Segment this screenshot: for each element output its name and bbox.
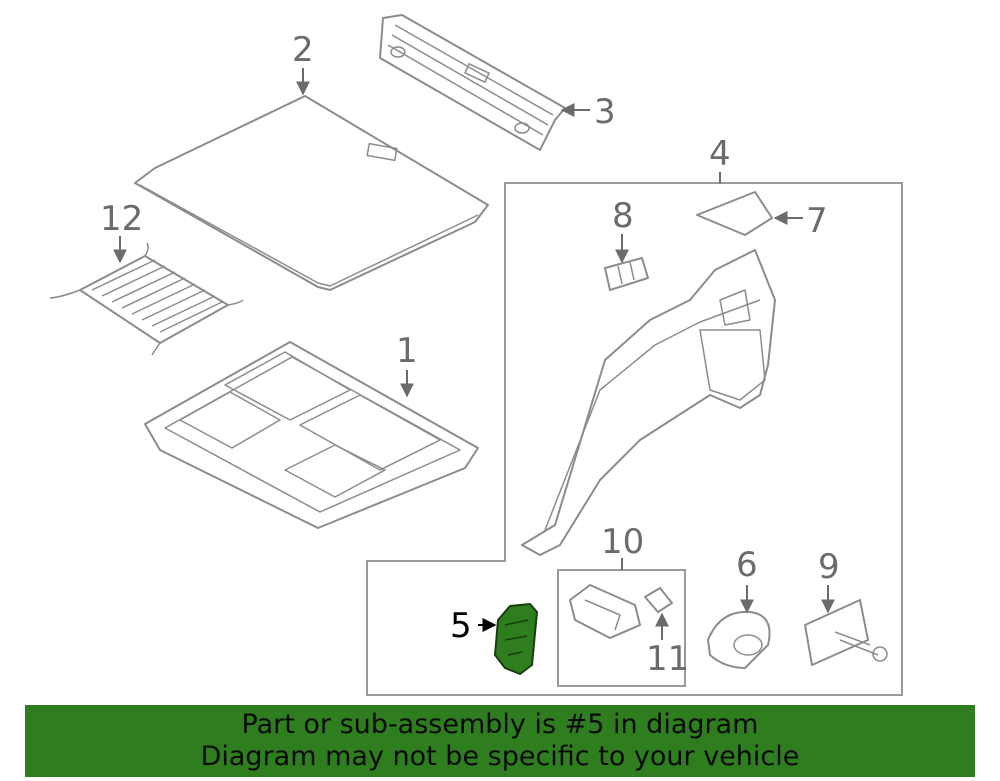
part-7-pad[interactable] [696, 191, 773, 236]
callout-10: 10 [601, 522, 644, 562]
part-3-sill-trim[interactable] [379, 14, 566, 151]
callout-12: 12 [100, 199, 143, 239]
callout-3: 3 [594, 92, 616, 132]
part-6-cap[interactable] [707, 610, 771, 669]
part-9-socket[interactable] [804, 599, 888, 666]
callout-9: 9 [818, 547, 840, 587]
part-1-storage-tray[interactable] [144, 341, 479, 529]
part-2-cargo-cover[interactable] [134, 95, 489, 291]
callout-6: 6 [736, 545, 758, 585]
part-10-bracket[interactable] [569, 584, 641, 639]
callout-2: 2 [292, 30, 314, 70]
callout-8: 8 [612, 196, 634, 236]
callout-4: 4 [709, 134, 731, 174]
banner-line-2: Diagram may not be specific to your vehi… [200, 741, 800, 772]
part-11-plug[interactable] [644, 587, 673, 613]
banner-line-1: Part or sub-assembly is #5 in diagram [241, 709, 759, 740]
part-12-cargo-net[interactable] [49, 242, 244, 356]
part-4-side-trim-panel[interactable] [521, 249, 776, 556]
callout-5: 5 [450, 606, 472, 646]
notice-banner: Part or sub-assembly is #5 in diagram Di… [25, 705, 975, 777]
callout-1: 1 [396, 331, 418, 371]
part-5-latch[interactable] [494, 603, 538, 675]
part-8-clip[interactable] [604, 257, 649, 291]
callout-7: 7 [806, 201, 828, 241]
callout-11: 11 [646, 639, 689, 679]
assembly-4-frame [366, 182, 903, 696]
